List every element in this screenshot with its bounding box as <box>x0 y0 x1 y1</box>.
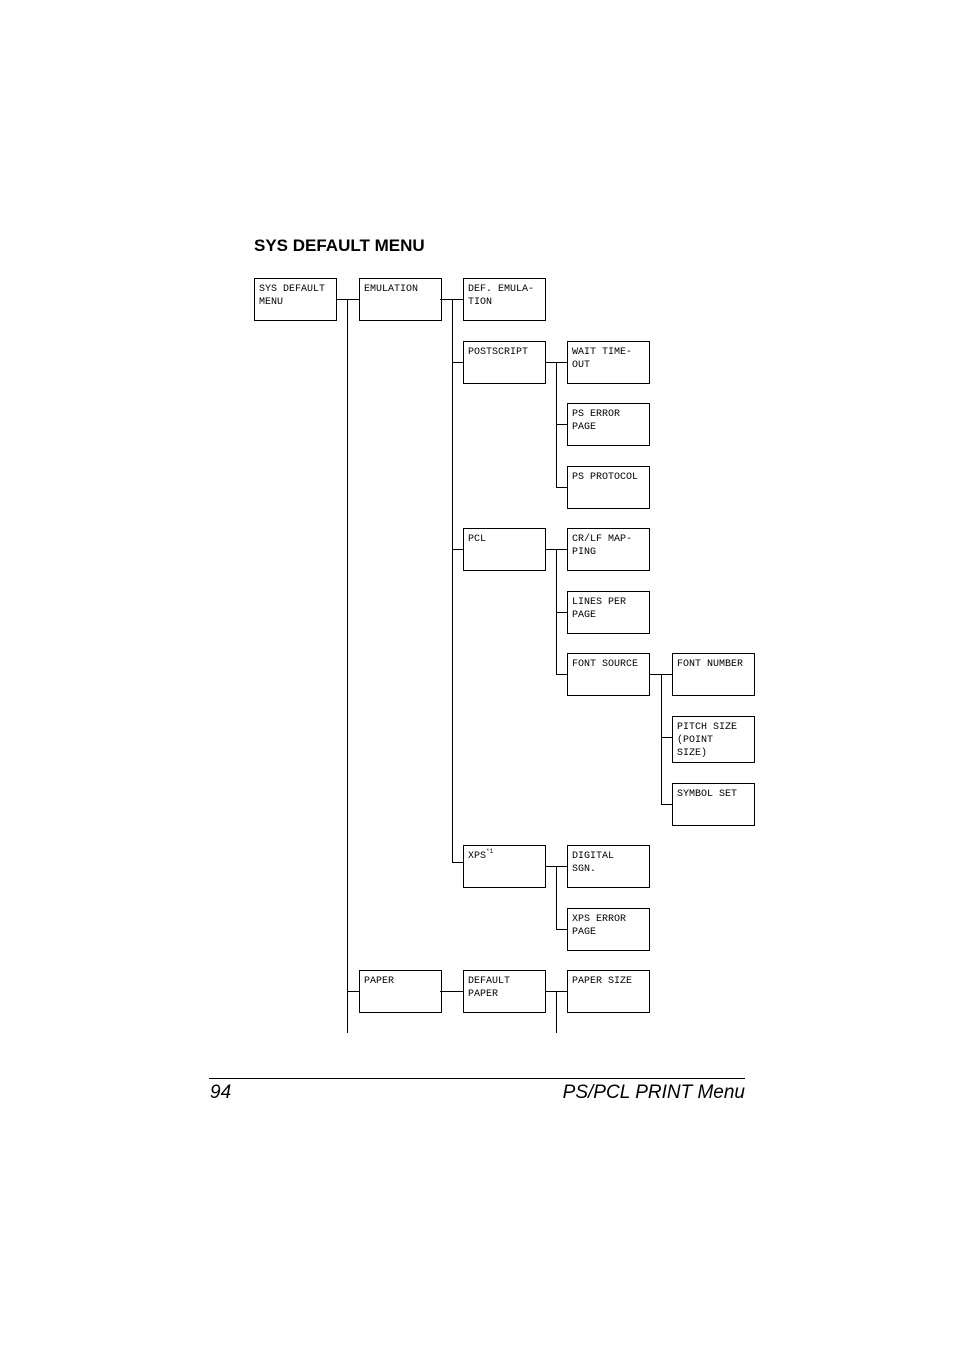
connector-line <box>556 991 557 1033</box>
menu-item-xps: XPS*1 <box>463 845 546 888</box>
connector-line <box>556 929 567 930</box>
connector-line <box>556 487 567 488</box>
connector-line <box>556 424 567 425</box>
running-footer-title: PS/PCL PRINT Menu <box>562 1082 745 1103</box>
menu-item-pitch-size: PITCH SIZE (POINT SIZE) <box>672 716 755 763</box>
connector-line <box>452 299 453 862</box>
menu-item-xps-error-page: XPS ERROR PAGE <box>567 908 650 951</box>
menu-item-font-number: FONT NUMBER <box>672 653 755 696</box>
menu-item-default-paper: DEFAULT PAPER <box>463 970 546 1013</box>
connector-line <box>452 862 463 863</box>
menu-item-sys-default: SYS DEFAULT MENU <box>254 278 337 321</box>
menu-item-wait-timeout: WAIT TIME- OUT <box>567 341 650 384</box>
connector-line <box>556 549 557 674</box>
footnote-marker: *1 <box>486 848 494 855</box>
connector-line <box>452 362 463 363</box>
connector-line <box>556 674 567 675</box>
menu-item-paper-size: PAPER SIZE <box>567 970 650 1013</box>
footer-rule <box>209 1078 745 1079</box>
connector-line <box>556 612 567 613</box>
menu-item-digital-sgn: DIGITAL SGN. <box>567 845 650 888</box>
menu-item-ps-protocol: PS PROTOCOL <box>567 466 650 509</box>
connector-line <box>661 674 662 804</box>
menu-item-postscript: POSTSCRIPT <box>463 341 546 384</box>
connector-line <box>440 991 463 992</box>
menu-item-font-source: FONT SOURCE <box>567 653 650 696</box>
section-heading: SYS DEFAULT MENU <box>254 236 425 255</box>
connector-line <box>347 299 348 1033</box>
connector-line <box>347 991 359 992</box>
menu-item-crlf-mapping: CR/LF MAP- PING <box>567 528 650 571</box>
connector-line <box>649 674 672 675</box>
menu-item-emulation: EMULATION <box>359 278 442 321</box>
menu-item-lines-per-page: LINES PER PAGE <box>567 591 650 634</box>
connector-line <box>452 549 463 550</box>
connector-line <box>661 737 672 738</box>
menu-item-symbol-set: SYMBOL SET <box>672 783 755 826</box>
menu-item-xps-label: XPS <box>468 851 487 862</box>
connector-line <box>556 866 557 929</box>
page-number: 94 <box>210 1082 232 1103</box>
connector-line <box>661 804 672 805</box>
menu-item-ps-error-page: PS ERROR PAGE <box>567 403 650 446</box>
menu-item-def-emulation: DEF. EMULA- TION <box>463 278 546 321</box>
menu-item-paper: PAPER <box>359 970 442 1013</box>
connector-line <box>440 299 463 300</box>
menu-item-pcl: PCL <box>463 528 546 571</box>
